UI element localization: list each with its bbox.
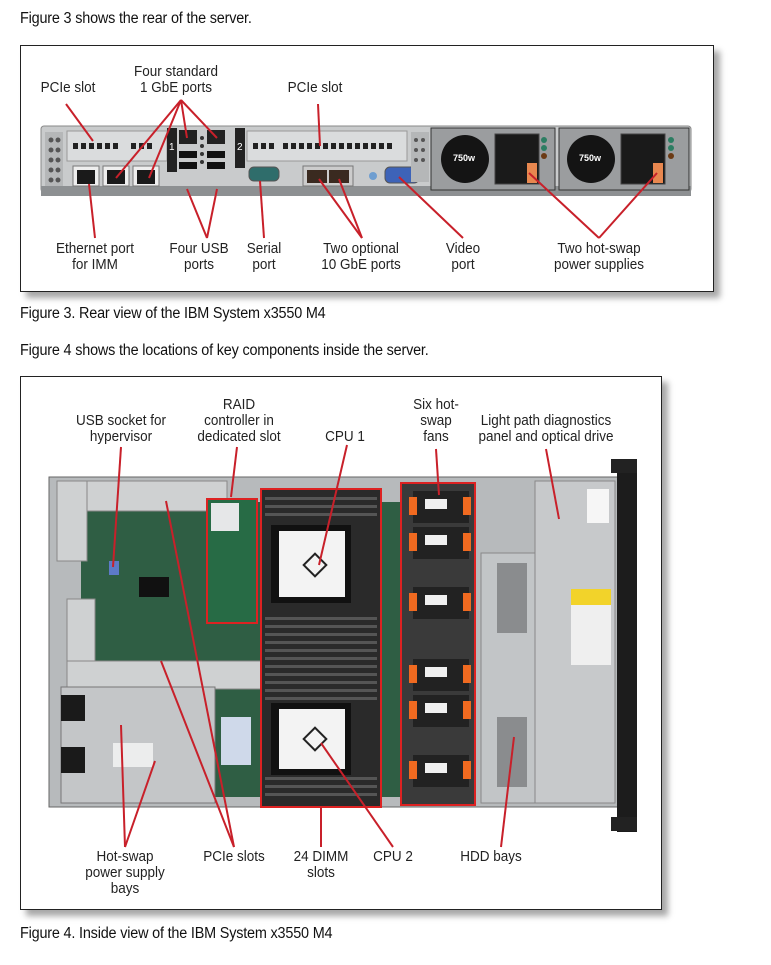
psu-1-handle bbox=[61, 695, 85, 721]
figure-3-caption: Figure 3. Rear view of the IBM System x3… bbox=[20, 305, 326, 322]
psu-1-wattage: 750w bbox=[453, 153, 476, 163]
dimm-slots bbox=[265, 497, 377, 796]
serial-port-connector bbox=[248, 166, 280, 182]
cpu-2-heatsink-label bbox=[279, 709, 345, 769]
tengbe-ports bbox=[302, 165, 354, 187]
arrow-tengbe-1 bbox=[318, 178, 363, 239]
psu-2-handle bbox=[61, 747, 85, 773]
riser-grill-top bbox=[56, 480, 88, 562]
figure-4-callout-arrows bbox=[112, 444, 560, 848]
usb-hypervisor-socket bbox=[109, 561, 119, 575]
arrow-psu-bay-1 bbox=[120, 724, 126, 848]
psu-2-wattage: 750w bbox=[579, 153, 602, 163]
label-cpu-2: CPU 2 bbox=[373, 848, 413, 865]
id-button bbox=[369, 172, 377, 180]
cpu-2-diagram bbox=[302, 726, 328, 752]
raid-heatsink bbox=[211, 503, 239, 531]
label-pcie-slot-right: PCIe slot bbox=[287, 79, 343, 96]
label-hdd-bays: HDD bays bbox=[460, 848, 522, 865]
figure-4-caption: Figure 4. Inside view of the IBM System … bbox=[20, 925, 333, 942]
front-bezel bbox=[617, 462, 637, 832]
rack-ear-bottom bbox=[611, 817, 637, 831]
arrow-pcie-right bbox=[317, 103, 321, 147]
arrow-psu-bay-2 bbox=[124, 760, 156, 848]
rack-ear-top bbox=[611, 459, 637, 473]
arrow-pcie-left bbox=[65, 103, 94, 142]
rear-server-illustration: 1 2 bbox=[40, 99, 692, 239]
arrow-gbe-4 bbox=[180, 99, 218, 139]
arrow-psu-2 bbox=[598, 172, 658, 239]
figure-3-callout-arrows bbox=[65, 99, 658, 239]
arrow-fans bbox=[435, 448, 440, 496]
psu-label bbox=[113, 743, 153, 767]
label-pcie-slots: PCIe slots bbox=[203, 848, 265, 865]
arrow-imm bbox=[88, 183, 96, 239]
arrow-cpu-1 bbox=[318, 444, 348, 566]
arrow-pcie-slot-1 bbox=[165, 500, 235, 848]
label-cpu-1: CPU 1 bbox=[325, 428, 365, 445]
arrow-tengbe-2 bbox=[338, 178, 363, 239]
arrow-gbe-2 bbox=[148, 99, 182, 179]
arrow-hdd bbox=[500, 736, 515, 848]
arrow-lightpath bbox=[545, 448, 560, 520]
inside-server-illustration bbox=[48, 444, 637, 848]
raid-highlight-box bbox=[206, 498, 258, 624]
figure-3-rear-view: 1 2 bbox=[20, 45, 714, 292]
riser-1-tab bbox=[167, 128, 177, 172]
arrow-gbe-1 bbox=[115, 99, 182, 179]
arrow-usb-hypervisor bbox=[112, 446, 122, 568]
vent-grill-left bbox=[45, 132, 63, 186]
label-pcie-slot-left: PCIe slot bbox=[40, 79, 96, 96]
cpu-1-heatsink-label bbox=[279, 531, 345, 597]
arrow-gbe-3 bbox=[180, 99, 188, 139]
arrow-psu-1 bbox=[528, 172, 600, 239]
riser-2-number: 2 bbox=[237, 142, 243, 153]
fan-modules bbox=[409, 491, 471, 787]
riser-1-number: 1 bbox=[169, 142, 175, 153]
hdd-vent-1 bbox=[497, 563, 527, 633]
power-supply-2: 750w bbox=[558, 127, 690, 191]
warning-label bbox=[571, 589, 611, 605]
arrow-usb-1 bbox=[186, 188, 208, 239]
arrow-usb-2 bbox=[206, 188, 218, 239]
riser-2-tab bbox=[235, 128, 245, 168]
chipset-heatsink bbox=[139, 577, 169, 597]
instruction-label bbox=[571, 605, 611, 665]
arrow-pcie-slot-2 bbox=[160, 660, 235, 848]
intro-figure-4: Figure 4 shows the locations of key comp… bbox=[20, 342, 429, 359]
ethernet-ports-row bbox=[72, 165, 160, 187]
chassis-bottom-edge bbox=[41, 186, 691, 196]
pcie-card-label bbox=[221, 717, 251, 765]
arrow-raid bbox=[230, 446, 238, 498]
lightpath-label bbox=[587, 489, 609, 523]
vent-grill-right bbox=[411, 132, 429, 182]
arrow-video bbox=[398, 176, 464, 239]
intro-figure-3: Figure 3 shows the rear of the server. bbox=[20, 10, 252, 27]
pcie-slot-2-bracket bbox=[246, 130, 408, 162]
arrow-cpu-2 bbox=[320, 742, 394, 848]
arrow-serial bbox=[259, 180, 265, 239]
